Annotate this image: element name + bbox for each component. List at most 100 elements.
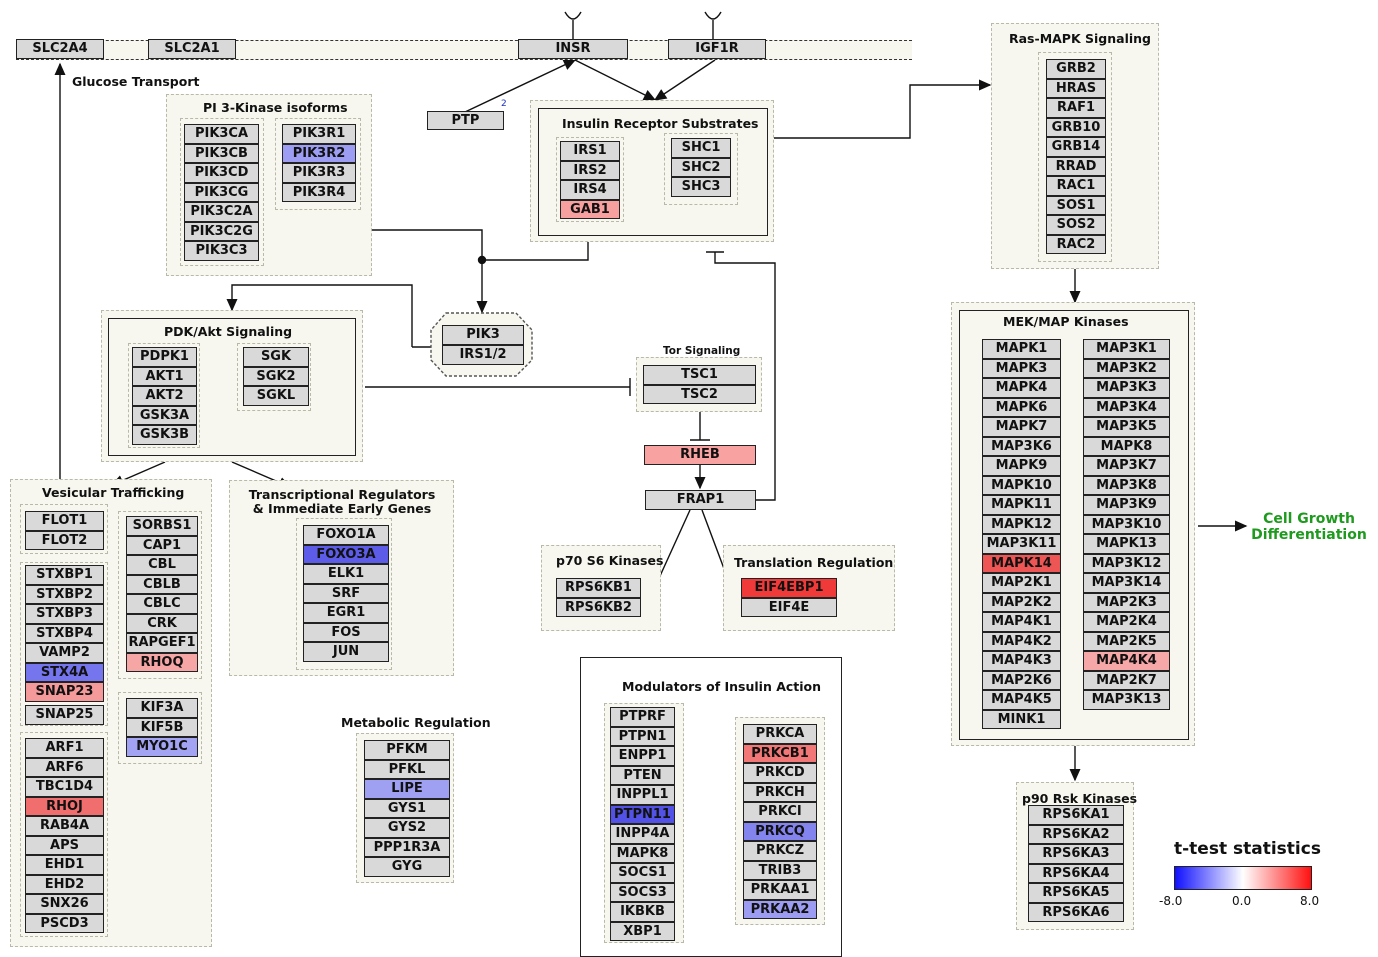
ves-gene-vamp2[interactable]: VAMP2 [25, 643, 104, 663]
ras-gene-rac2[interactable]: RAC2 [1046, 234, 1106, 254]
mod-gene-socs1[interactable]: SOCS1 [610, 863, 675, 883]
mod-gene-trib3[interactable]: TRIB3 [743, 860, 817, 880]
mod-gene-prkcq[interactable]: PRKCQ [743, 821, 817, 841]
mek-gene-map3k13[interactable]: MAP3K13 [1083, 690, 1170, 710]
p70-gene-rps6kb1[interactable]: RPS6KB1 [556, 578, 641, 598]
mek-gene-mapk9[interactable]: MAPK9 [982, 456, 1061, 476]
irs-gene-irs4[interactable]: IRS4 [560, 180, 620, 200]
mek-gene-map3k11[interactable]: MAP3K11 [982, 534, 1061, 554]
ves-gene-stxbp2[interactable]: STXBP2 [25, 584, 104, 604]
ves-gene-rapgef1[interactable]: RAPGEF1 [126, 633, 198, 653]
irs-gene-shc1[interactable]: SHC1 [671, 138, 731, 158]
ras-gene-rrad[interactable]: RRAD [1046, 156, 1106, 176]
ves-gene-kif5b[interactable]: KIF5B [126, 717, 198, 737]
mod-gene-prkca[interactable]: PRKCA [743, 724, 817, 744]
ves-gene-stx4a[interactable]: STX4A [25, 662, 104, 682]
met-gene-pfkl[interactable]: PFKL [364, 759, 450, 779]
mek-gene-map3k12[interactable]: MAP3K12 [1083, 553, 1170, 573]
ras-gene-hras[interactable]: HRAS [1046, 78, 1106, 98]
tor-gene-tsc1[interactable]: TSC1 [643, 365, 756, 385]
mod-gene-prkcz[interactable]: PRKCZ [743, 841, 817, 861]
irs-gene-shc3[interactable]: SHC3 [671, 177, 731, 197]
mek-gene-map2k4[interactable]: MAP2K4 [1083, 612, 1170, 632]
mod-gene-inppl1[interactable]: INPPL1 [610, 785, 675, 805]
irs-gene-gab1[interactable]: GAB1 [560, 199, 620, 219]
ves-gene-rhoq[interactable]: RHOQ [126, 652, 198, 672]
ves-gene-flot1[interactable]: FLOT1 [25, 511, 104, 531]
met-gene-lipe[interactable]: LIPE [364, 779, 450, 799]
mek-gene-map3k1[interactable]: MAP3K1 [1083, 339, 1170, 359]
mek-gene-map2k2[interactable]: MAP2K2 [982, 592, 1061, 612]
mod-gene-ptpn11[interactable]: PTPN11 [610, 804, 675, 824]
mod-gene-prkaa1[interactable]: PRKAA1 [743, 880, 817, 900]
ves-gene-ehd1[interactable]: EHD1 [25, 855, 104, 875]
p90-gene-rps6ka3[interactable]: RPS6KA3 [1028, 844, 1124, 864]
ras-gene-rac1[interactable]: RAC1 [1046, 176, 1106, 196]
met-gene-gys1[interactable]: GYS1 [364, 798, 450, 818]
mek-gene-map3k2[interactable]: MAP3K2 [1083, 358, 1170, 378]
mek-gene-mink1[interactable]: MINK1 [982, 709, 1061, 729]
tc-gene-egr1[interactable]: EGR1 [303, 603, 389, 623]
tr-gene-eif4ebp1[interactable]: EIF4EBP1 [741, 578, 837, 598]
pdk-gene-pdpk1[interactable]: PDPK1 [132, 347, 197, 367]
pik3-gene-pik3[interactable]: PIK3 [442, 325, 524, 345]
mek-gene-mapk6[interactable]: MAPK6 [982, 397, 1061, 417]
mek-gene-mapk8[interactable]: MAPK8 [1083, 436, 1170, 456]
pi3k-gene-pik3r4[interactable]: PIK3R4 [282, 182, 356, 202]
pdk-gene-akt2[interactable]: AKT2 [132, 386, 197, 406]
pik3-gene-irs12[interactable]: IRS1/2 [442, 345, 524, 365]
pi3k-gene-pik3c2a[interactable]: PIK3C2A [184, 202, 259, 222]
tc-gene-elk1[interactable]: ELK1 [303, 564, 389, 584]
mek-gene-map2k5[interactable]: MAP2K5 [1083, 631, 1170, 651]
ras-gene-sos2[interactable]: SOS2 [1046, 215, 1106, 235]
gene-rheb[interactable]: RHEB [644, 445, 756, 465]
ves-gene-pscd3[interactable]: PSCD3 [25, 913, 104, 933]
mek-gene-map4k3[interactable]: MAP4K3 [982, 651, 1061, 671]
mod-gene-ptpn1[interactable]: PTPN1 [610, 726, 675, 746]
mek-gene-map4k5[interactable]: MAP4K5 [982, 690, 1061, 710]
pi3k-gene-pik3cb[interactable]: PIK3CB [184, 143, 259, 163]
mod-gene-enpp1[interactable]: ENPP1 [610, 746, 675, 766]
mek-gene-map4k2[interactable]: MAP4K2 [982, 631, 1061, 651]
pi3k-gene-pik3c2g[interactable]: PIK3C2G [184, 221, 259, 241]
mek-gene-mapk14[interactable]: MAPK14 [982, 553, 1061, 573]
ves-gene-flot2[interactable]: FLOT2 [25, 530, 104, 550]
mek-gene-map2k3[interactable]: MAP2K3 [1083, 592, 1170, 612]
mek-gene-map4k1[interactable]: MAP4K1 [982, 612, 1061, 632]
met-gene-pfkm[interactable]: PFKM [364, 740, 450, 760]
pi3k-gene-pik3r2[interactable]: PIK3R2 [282, 143, 356, 163]
irs-gene-shc2[interactable]: SHC2 [671, 157, 731, 177]
mek-gene-map3k7[interactable]: MAP3K7 [1083, 456, 1170, 476]
mod-gene-prkch[interactable]: PRKCH [743, 782, 817, 802]
mek-gene-mapk11[interactable]: MAPK11 [982, 495, 1061, 515]
ves-gene-crk[interactable]: CRK [126, 613, 198, 633]
ves-gene-snap23[interactable]: SNAP23 [25, 682, 104, 702]
ras-gene-grb10[interactable]: GRB10 [1046, 117, 1106, 137]
mod-gene-xbp1[interactable]: XBP1 [610, 921, 675, 941]
mod-gene-socs3[interactable]: SOCS3 [610, 882, 675, 902]
ves-gene-rab4a[interactable]: RAB4A [25, 816, 104, 836]
tc-gene-srf[interactable]: SRF [303, 583, 389, 603]
mek-gene-mapk4[interactable]: MAPK4 [982, 378, 1061, 398]
mek-gene-mapk13[interactable]: MAPK13 [1083, 534, 1170, 554]
p90-gene-rps6ka6[interactable]: RPS6KA6 [1028, 902, 1124, 922]
gene-slc2a1[interactable]: SLC2A1 [148, 39, 236, 59]
ves-gene-cbl[interactable]: CBL [126, 555, 198, 575]
ves-gene-snx26[interactable]: SNX26 [25, 894, 104, 914]
tor-gene-tsc2[interactable]: TSC2 [643, 384, 756, 404]
pdk-gene-sgk[interactable]: SGK [243, 347, 309, 367]
pi3k-gene-pik3c3[interactable]: PIK3C3 [184, 241, 259, 261]
gene-insr[interactable]: INSR [518, 39, 628, 59]
ves-gene-snap25[interactable]: SNAP25 [25, 705, 104, 725]
ras-gene-grb2[interactable]: GRB2 [1046, 59, 1106, 79]
pi3k-gene-pik3r1[interactable]: PIK3R1 [282, 124, 356, 144]
mek-gene-map2k1[interactable]: MAP2K1 [982, 573, 1061, 593]
met-gene-gyg[interactable]: GYG [364, 857, 450, 877]
pdk-gene-sgk2[interactable]: SGK2 [243, 366, 309, 386]
gene-igf1r[interactable]: IGF1R [668, 39, 766, 59]
mek-gene-map3k5[interactable]: MAP3K5 [1083, 417, 1170, 437]
ves-gene-kif3a[interactable]: KIF3A [126, 698, 198, 718]
ves-gene-cblb[interactable]: CBLB [126, 574, 198, 594]
pdk-gene-gsk3a[interactable]: GSK3A [132, 405, 197, 425]
mod-gene-ptprf[interactable]: PTPRF [610, 707, 675, 727]
